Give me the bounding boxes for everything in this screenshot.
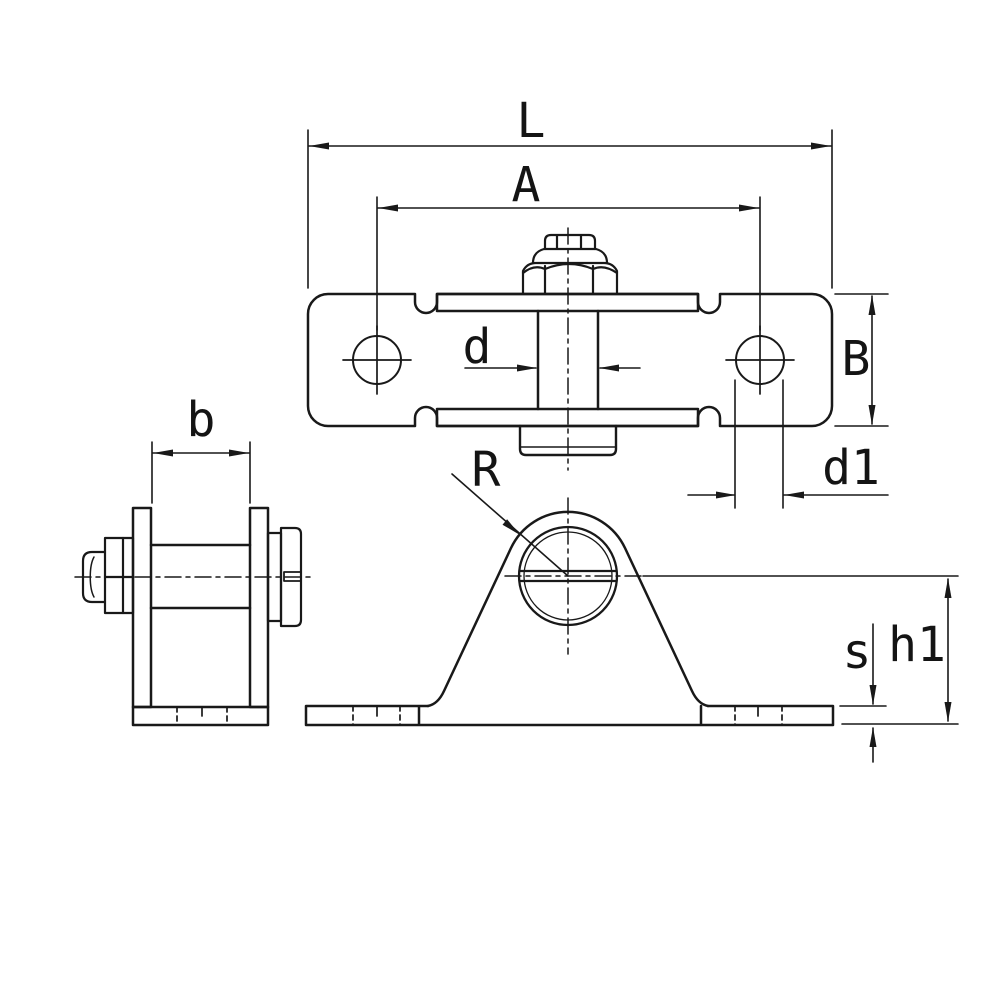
dimension-B — [834, 293, 889, 427]
dim-label-hole-dia-d1: d1 — [822, 440, 880, 496]
cap-nut — [521, 233, 619, 295]
side-base-plate — [131, 705, 270, 727]
side-bolt-head — [81, 536, 135, 615]
bolt-shaft — [536, 309, 600, 411]
front-base-plate — [304, 704, 835, 727]
front-view — [304, 473, 835, 727]
top-view — [306, 227, 834, 471]
dimension-b — [151, 441, 251, 504]
dimension-L — [307, 129, 833, 289]
dim-label-height-h1: h1 — [888, 617, 946, 673]
radius-leader-arrowhead — [502, 519, 520, 535]
dim-label-hole-spacing-A: A — [511, 157, 541, 213]
dim-label-radius-R: R — [471, 442, 501, 498]
pivot-bushing — [149, 543, 252, 610]
dimension-d — [464, 364, 641, 372]
dim-label-bracket-width-b: b — [186, 392, 216, 448]
side-base-hidden-hole — [176, 706, 228, 726]
dimension-h1 — [642, 575, 959, 725]
screw-hole-right — [725, 325, 795, 395]
screw-hole-left — [342, 325, 412, 395]
dimension-d1 — [687, 379, 889, 509]
front-centerlines — [504, 497, 644, 655]
dim-label-length-L: L — [516, 93, 546, 149]
dim-label-plate-width-B: B — [841, 331, 871, 387]
dimension-s — [839, 623, 887, 763]
slotted-pin-end — [266, 526, 303, 628]
bracket-cheek-left — [131, 506, 153, 709]
dimension-lines — [151, 129, 959, 763]
side-view — [74, 506, 316, 727]
front-base-hidden-holes — [352, 705, 783, 726]
bracket-cheek-right — [248, 506, 270, 709]
front-base-hole-centermarks — [376, 705, 759, 717]
dim-label-bolt-dia-d: d — [462, 319, 492, 375]
dim-label-thickness-s: s — [842, 624, 872, 680]
dimension-A — [376, 196, 761, 331]
